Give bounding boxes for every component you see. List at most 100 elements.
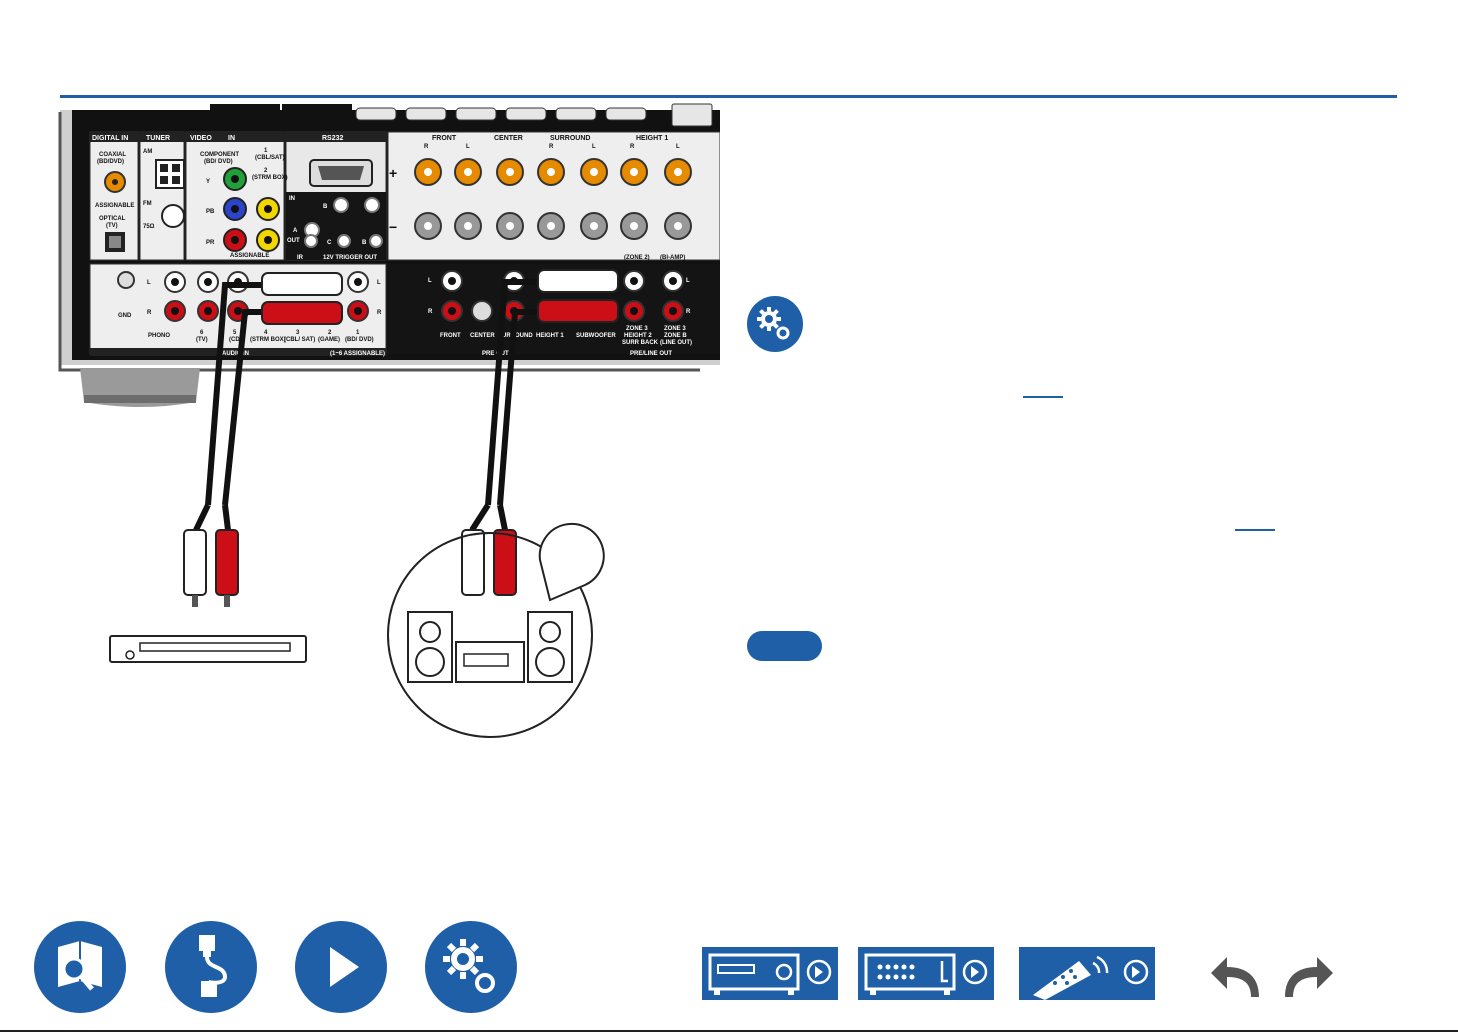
page-reference-link[interactable]: [1023, 380, 1063, 398]
label-audio-l2: L: [377, 280, 381, 286]
setup-nav-button[interactable]: [425, 921, 517, 1013]
playback-nav-button[interactable]: [295, 921, 387, 1013]
label-input4: 4: [264, 330, 268, 336]
label-assignable: ASSIGNABLE: [95, 203, 134, 209]
label-ir-in: IN: [289, 196, 295, 202]
label-height2: HEIGHT 2: [624, 333, 652, 339]
label-ir: IR: [297, 255, 304, 261]
page-reference-link[interactable]: [1235, 513, 1275, 531]
label-optical-source: (TV): [106, 223, 118, 229]
label-video1-source: (CBL/SAT): [255, 155, 285, 161]
connections-nav-button[interactable]: [165, 921, 257, 1013]
label-height-l: L: [676, 144, 680, 150]
label-video-assignable: ASSIGNABLE: [230, 253, 269, 259]
label-input2-source: (GAME): [318, 337, 340, 343]
label-input1: 1: [356, 330, 360, 336]
label-preout-front: FRONT: [440, 333, 461, 339]
label-trigger-b: B: [362, 240, 367, 246]
label-tuner: TUNER: [146, 135, 170, 142]
contents-nav-button[interactable]: [34, 921, 126, 1013]
connection-cable-icon: [165, 921, 257, 1013]
connection-diagram: DIGITAL IN TUNER VIDEO IN RS232 FRONT CE…: [58, 103, 720, 738]
label-digital-in: DIGITAL IN: [92, 135, 128, 142]
playback-icon: [295, 921, 387, 1013]
label-optical: OPTICAL: [99, 216, 126, 222]
note-badge: [747, 631, 822, 661]
label-audio-r: R: [147, 310, 152, 316]
label-video2-source: (STRM BOX): [252, 175, 288, 181]
remote-controller-icon: [1019, 947, 1155, 1000]
label-audio-r2: R: [377, 310, 382, 316]
label-surr-back: SURR BACK: [622, 340, 659, 346]
label-ir-a: A: [293, 228, 298, 234]
label-input6: 6: [200, 330, 204, 336]
label-biamp: (BI-AMP): [660, 255, 685, 261]
label-component: COMPONENT: [200, 152, 239, 158]
setup-gear-icon: [425, 921, 517, 1013]
label-fm: FM: [143, 201, 152, 207]
forward-arrow-icon: [1285, 957, 1333, 997]
label-audio-l: L: [147, 280, 151, 286]
remote-nav-button[interactable]: [1019, 947, 1155, 1000]
label-zone-l: L: [686, 278, 690, 284]
label-input4-source: (STRM BOX): [250, 337, 286, 343]
header-rule: [60, 95, 1397, 98]
label-assignable-range: (1~6 ASSIGNABLE): [330, 351, 385, 357]
label-ir-out: OUT: [287, 238, 300, 244]
label-input3-source: (CBL/ SAT): [284, 337, 315, 343]
label-coaxial: COAXIAL: [99, 152, 126, 158]
label-surround-r: R: [549, 144, 554, 150]
label-front-l: L: [466, 144, 470, 150]
label-zone-r: R: [686, 309, 691, 315]
label-coaxial-source: (BD/DVD): [97, 159, 124, 165]
rear-panel-icon: [858, 947, 994, 1000]
label-input5-source: (CD): [229, 337, 242, 343]
label-input5: 5: [233, 330, 237, 336]
label-front-r: R: [424, 144, 429, 150]
label-preout-height1: HEIGHT 1: [536, 333, 564, 339]
setup-gear-icon: [747, 296, 803, 352]
label-y: Y: [206, 179, 210, 185]
forward-button[interactable]: [1279, 951, 1341, 999]
label-preout-r: R: [428, 309, 433, 315]
label-front: FRONT: [432, 135, 457, 142]
label-preout-l: L: [428, 278, 432, 284]
label-plus: +: [389, 165, 397, 181]
rear-panel-nav-button[interactable]: [858, 947, 994, 1000]
label-12v-trigger: 12V TRIGGER OUT: [323, 255, 377, 261]
front-panel-icon: [702, 947, 838, 1000]
label-zoneb: ZONE B: [664, 333, 687, 339]
label-phono: PHONO: [148, 333, 170, 339]
label-zone2: (ZONE 2): [624, 255, 650, 261]
label-minus: −: [389, 219, 397, 235]
label-am: AM: [143, 149, 152, 155]
front-panel-nav-button[interactable]: [702, 947, 838, 1000]
label-line-out: (LINE OUT): [660, 340, 692, 346]
label-gnd: GND: [118, 313, 132, 319]
label-preout-subwoofer: SUBWOOFER: [576, 333, 616, 339]
label-audio-in: AUDIO IN: [222, 351, 249, 357]
back-arrow-icon: [1211, 957, 1259, 997]
manual-search-icon: [34, 921, 126, 1013]
label-center: CENTER: [494, 135, 523, 142]
back-button[interactable]: [1203, 951, 1265, 999]
label-pb: PB: [206, 209, 215, 215]
label-height-r: R: [630, 144, 635, 150]
label-pr: PR: [206, 240, 215, 246]
label-pre-line-out: PRE/LINE OUT: [630, 351, 672, 357]
label-trigger-c: C: [327, 240, 332, 246]
label-input6-source: (TV): [196, 337, 208, 343]
label-zone3-a: ZONE 3: [626, 326, 648, 332]
label-surround-l: L: [592, 144, 596, 150]
label-75ohm: 75Ω: [143, 224, 155, 230]
label-input1-source: (BD/ DVD): [345, 337, 374, 343]
label-in: IN: [228, 135, 235, 142]
label-input2: 2: [328, 330, 332, 336]
label-zone3-b: ZONE 3: [664, 326, 686, 332]
label-video1: 1: [264, 148, 268, 154]
label-ir-b: B: [323, 204, 328, 210]
label-rs232: RS232: [322, 135, 344, 142]
label-preout: PRE OUT: [482, 351, 509, 357]
label-component-source: (BD/ DVD): [204, 159, 233, 165]
label-video2: 2: [264, 168, 268, 174]
